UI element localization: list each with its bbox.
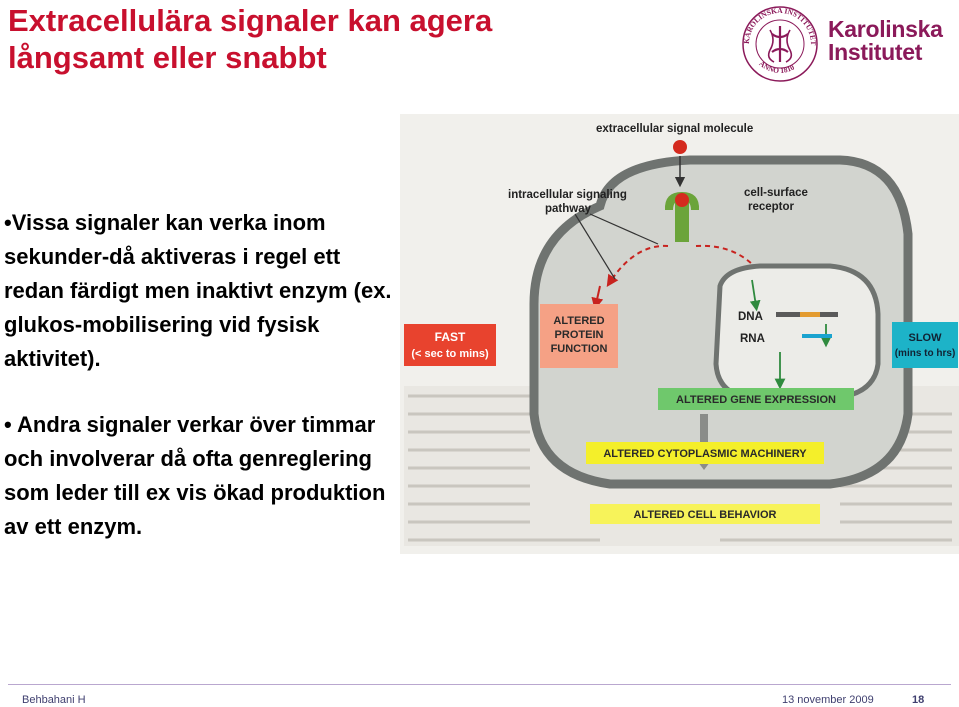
footer-author: Behbahani H <box>22 694 86 706</box>
altered-gene-bar <box>658 388 854 410</box>
dna-strand <box>776 312 838 317</box>
label-receptor-1: cell-surface <box>744 187 808 199</box>
footer-date: 13 november 2009 <box>782 694 874 706</box>
footer-page-number: 18 <box>912 694 925 706</box>
label-altered-protein-2: PROTEIN <box>555 329 604 341</box>
rna-strand <box>802 334 832 338</box>
bullet-item-1: •Vissa signaler kan verka inom sekunder-… <box>4 210 392 371</box>
label-altered-protein-1: ALTERED <box>553 315 604 327</box>
bullet-list: •Vissa signaler kan verka inom sekunder-… <box>4 206 396 544</box>
logo-wordmark: Karolinska Institutet <box>828 18 943 64</box>
label-rna: RNA <box>740 333 765 345</box>
label-altered-protein-3: FUNCTION <box>551 343 608 355</box>
altered-behavior-bar <box>590 504 820 524</box>
label-intracellular-1: intracellular signaling <box>508 189 627 201</box>
fast-box <box>404 324 496 366</box>
altered-protein-box <box>540 304 618 368</box>
signal-molecule <box>673 140 687 154</box>
label-slow: SLOW <box>909 332 943 344</box>
signaling-diagram: extracellular signal molecule intracellu… <box>400 114 959 554</box>
ki-seal-icon: KAROLINSKA INSTITUTET ANNO 1810 <box>742 6 818 82</box>
slide-title-line-2: långsamt eller snabbt <box>8 40 327 75</box>
label-intracellular-2: pathway <box>545 203 592 215</box>
nucleus <box>713 263 881 401</box>
cell-surface-receptor <box>664 192 700 242</box>
seal-year: ANNO 1810 <box>757 59 796 75</box>
logo-name-line-1: Karolinska <box>828 16 943 42</box>
label-extracellular-signal: extracellular signal molecule <box>596 123 753 135</box>
slide-title-line-1: Extracellulära signaler kan agera <box>8 3 493 38</box>
slide-title: Extracellulära signaler kan agera långsa… <box>8 2 708 76</box>
label-fast-range: (< sec to mins) <box>411 348 489 360</box>
label-fast: FAST <box>435 330 466 344</box>
label-dna: DNA <box>738 311 763 323</box>
altered-cyto-bar <box>586 442 824 464</box>
footer-divider <box>8 684 951 685</box>
label-receptor-2: receptor <box>748 201 795 213</box>
label-slow-range: (mins to hrs) <box>895 348 956 359</box>
svg-text:ANNO 1810: ANNO 1810 <box>757 59 796 75</box>
slow-box <box>892 322 958 368</box>
bullet-item-2: • Andra signaler verkar över timmar och … <box>4 412 386 539</box>
label-altered-behavior: ALTERED CELL BEHAVIOR <box>633 509 776 521</box>
logo-name-line-2: Institutet <box>828 39 923 65</box>
label-altered-gene: ALTERED GENE EXPRESSION <box>676 394 836 406</box>
label-altered-cyto: ALTERED CYTOPLASMIC MACHINERY <box>603 448 807 460</box>
karolinska-logo: KAROLINSKA INSTITUTET ANNO 1810 <box>742 6 818 82</box>
